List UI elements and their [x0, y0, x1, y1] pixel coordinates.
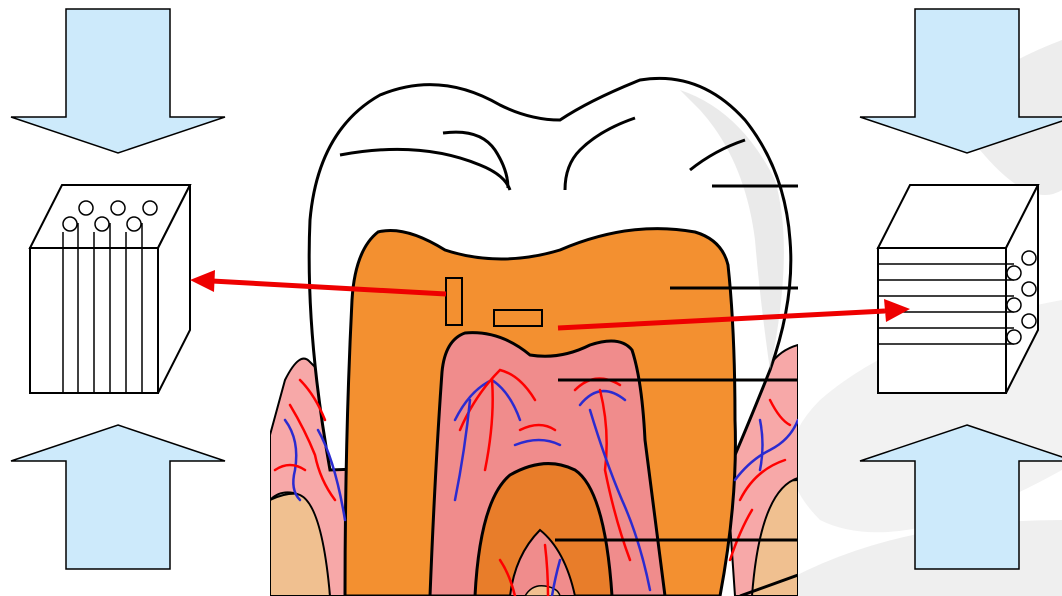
vertical-tubule-block-icon — [30, 185, 190, 393]
tooth-cross-section — [270, 78, 798, 596]
pointer-arrowhead-left — [190, 270, 215, 292]
horizontal-tubule-block-icon — [878, 185, 1038, 393]
down-arrow-icon — [11, 9, 225, 153]
up-arrow-icon — [11, 425, 225, 569]
